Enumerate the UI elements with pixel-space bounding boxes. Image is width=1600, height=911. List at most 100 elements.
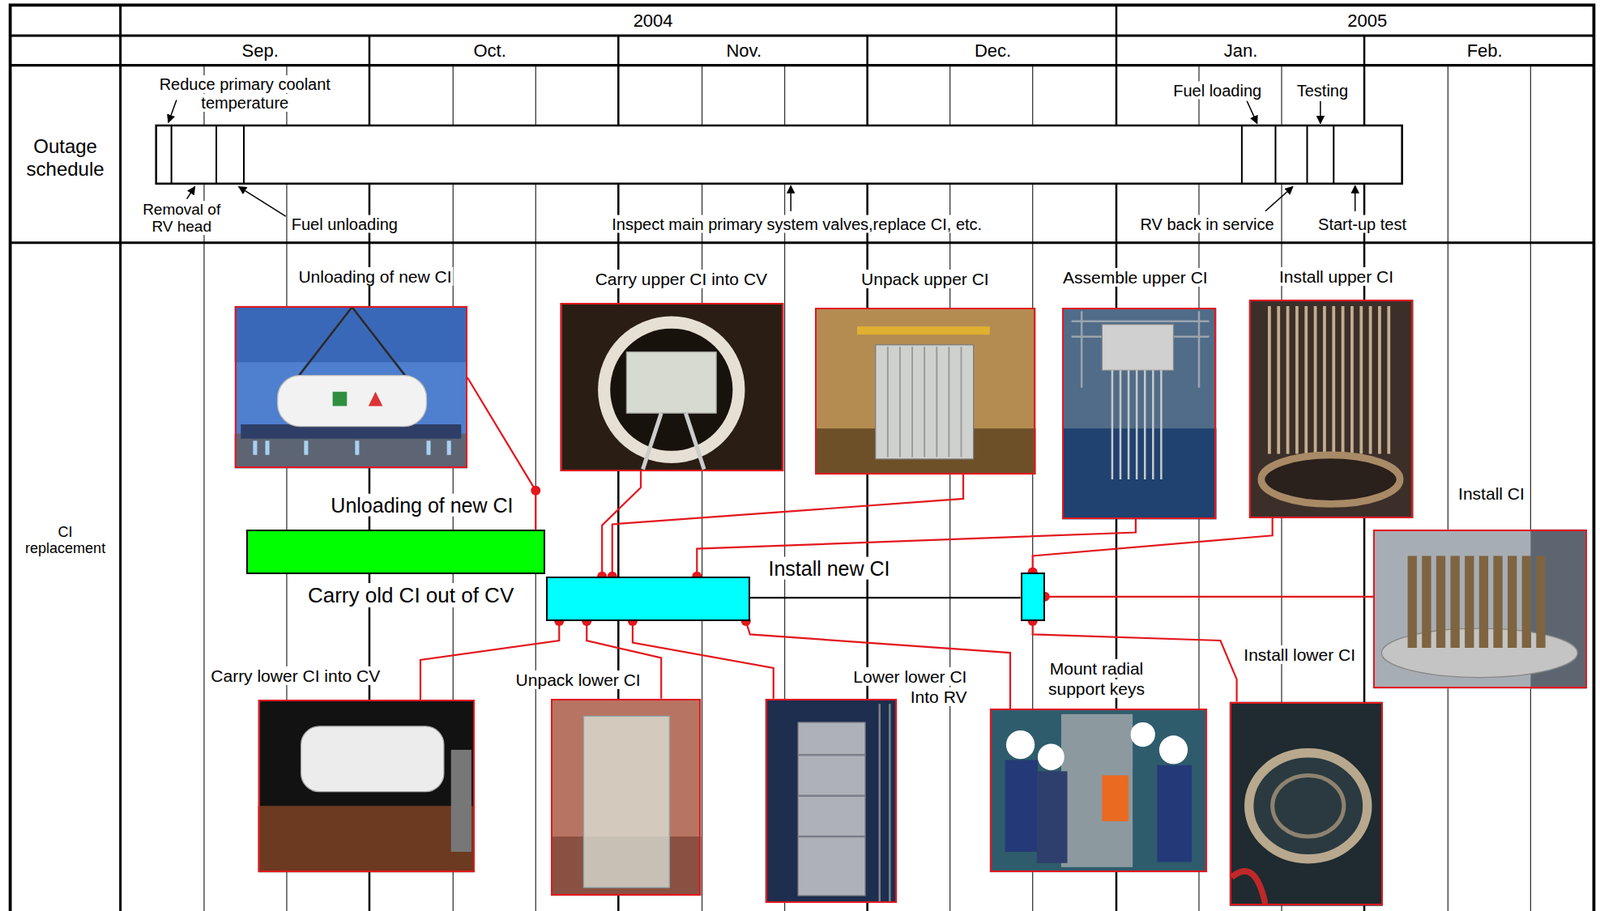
photo-detail bbox=[1229, 702, 1383, 907]
pointer-arrow bbox=[1319, 101, 1322, 124]
photo-detail bbox=[1231, 871, 1266, 905]
header-column-line bbox=[119, 4, 122, 911]
photo-detail bbox=[797, 722, 866, 896]
photo-detail bbox=[295, 307, 409, 380]
photo-detail bbox=[765, 699, 897, 904]
caption-box: Carry old CI out of CV bbox=[306, 584, 516, 609]
photo-frame: Unpack lower CI bbox=[550, 699, 701, 896]
row-line bbox=[10, 35, 1595, 244]
photo-detail bbox=[1159, 735, 1188, 764]
caption-box: Unpack upper CI bbox=[859, 269, 991, 290]
caption-text: Mount radial support keys bbox=[1046, 659, 1147, 698]
caption-box: Carry lower CI into CV bbox=[209, 666, 382, 687]
photo-detail bbox=[1112, 370, 1161, 480]
task-bar bbox=[1020, 572, 1046, 622]
label-box: RV back in service bbox=[1138, 215, 1276, 235]
label-box: Removal of RV head bbox=[132, 200, 231, 237]
photo-detail bbox=[1249, 753, 1368, 860]
caption-box: Unloading of new CI bbox=[328, 494, 515, 518]
caption-box: Carry upper CI into CV bbox=[593, 269, 769, 290]
label-box: Nov. bbox=[724, 40, 764, 61]
photo-detail bbox=[887, 346, 962, 457]
photo-detail bbox=[1062, 428, 1216, 520]
photo-frame: Carry upper CI into CV bbox=[560, 302, 785, 472]
caption-text: Carry upper CI into CV bbox=[593, 269, 769, 289]
photo-detail bbox=[234, 306, 468, 363]
photo-detail bbox=[550, 699, 701, 896]
caption-text: Install lower CI bbox=[1241, 645, 1357, 665]
photo-detail bbox=[1036, 771, 1068, 863]
photo-detail bbox=[1005, 760, 1038, 853]
dot-group bbox=[530, 486, 1050, 627]
caption-text: Unloading of new CI bbox=[328, 494, 515, 517]
photo-frame: Install CI bbox=[1373, 529, 1587, 689]
photo-frame: Install upper CI bbox=[1249, 299, 1414, 519]
label-text: Jan. bbox=[1222, 40, 1260, 61]
pointer-arrow bbox=[238, 187, 286, 218]
pointer-arrow bbox=[168, 99, 177, 123]
photo-frame: Carry lower CI into CV bbox=[258, 699, 475, 873]
caption-text: Unloading of new CI bbox=[296, 267, 453, 286]
pointer-arrow bbox=[1354, 185, 1357, 211]
label-text: Testing bbox=[1295, 81, 1350, 100]
caption-text: Assemble upper CI bbox=[1061, 268, 1210, 287]
label-box: Fuel loading bbox=[1171, 81, 1263, 101]
photo-detail bbox=[1037, 743, 1065, 771]
caption-text: Lower lower CI Into RV bbox=[851, 667, 969, 706]
photo-detail bbox=[1101, 775, 1129, 822]
caption-text: Install upper CI bbox=[1277, 267, 1396, 286]
photo-frame: Lower lower CI Into RV bbox=[765, 699, 897, 904]
label-text: Feb. bbox=[1465, 40, 1505, 61]
label-box: 2005 bbox=[1345, 11, 1389, 32]
leader-connector bbox=[1045, 596, 1374, 598]
photo-detail bbox=[258, 699, 475, 873]
label-box: Feb. bbox=[1465, 40, 1505, 61]
label-text: Oct. bbox=[471, 40, 508, 61]
photo-frame: Mount radial support keys bbox=[989, 708, 1208, 873]
label-text: Fuel loading bbox=[1171, 81, 1263, 100]
pointer-arrow bbox=[1246, 101, 1258, 124]
photo-detail bbox=[989, 709, 1208, 874]
leader-connector bbox=[750, 597, 1021, 599]
photo-detail bbox=[1412, 556, 1541, 649]
label-box: 2004 bbox=[631, 11, 675, 32]
photo-detail bbox=[255, 440, 449, 456]
photo-detail bbox=[451, 750, 472, 853]
label-box: Inspect main primary system valves,repla… bbox=[610, 215, 984, 235]
outage-bar bbox=[156, 125, 1403, 184]
label-text: Inspect main primary system valves,repla… bbox=[610, 215, 984, 234]
label-box: Jan. bbox=[1222, 40, 1260, 61]
label-text: Nov. bbox=[724, 40, 764, 61]
caption-box: Install CI bbox=[1456, 484, 1527, 504]
caption-box: Unloading of new CI bbox=[296, 267, 453, 287]
pointer-arrow bbox=[789, 185, 792, 211]
caption-text: Install new CI bbox=[766, 557, 892, 581]
photo-detail bbox=[610, 328, 733, 452]
label-text: CI replacement bbox=[23, 524, 107, 558]
photo-detail bbox=[1156, 765, 1192, 863]
label-text: RV back in service bbox=[1138, 215, 1276, 234]
caption-box: Unpack lower CI bbox=[514, 670, 643, 691]
table-border bbox=[10, 4, 1595, 911]
leader-connector bbox=[746, 621, 1011, 709]
photo-detail bbox=[332, 392, 348, 407]
leader-connector bbox=[1032, 518, 1273, 573]
photo-detail bbox=[301, 726, 444, 793]
label-text: Fuel unloading bbox=[290, 215, 400, 234]
label-box: Outage schedule bbox=[14, 136, 117, 181]
label-box: Sep. bbox=[240, 40, 281, 61]
photo-detail bbox=[277, 375, 427, 427]
photo-detail bbox=[1261, 455, 1400, 504]
caption-box: Install new CI bbox=[766, 557, 892, 581]
caption-box: Mount radial support keys bbox=[1024, 659, 1168, 699]
label-box: Dec. bbox=[972, 40, 1013, 61]
photo-detail bbox=[583, 716, 670, 888]
photo-frame: Unloading of new CI bbox=[234, 306, 468, 469]
outage-divider bbox=[171, 125, 1335, 184]
connector-group bbox=[420, 377, 1374, 709]
label-box: Reduce primary coolant temperature bbox=[142, 75, 347, 113]
task-bar: Install new CI bbox=[546, 576, 751, 622]
photo-detail bbox=[643, 413, 705, 470]
caption-box: Assemble upper CI bbox=[1061, 268, 1210, 288]
